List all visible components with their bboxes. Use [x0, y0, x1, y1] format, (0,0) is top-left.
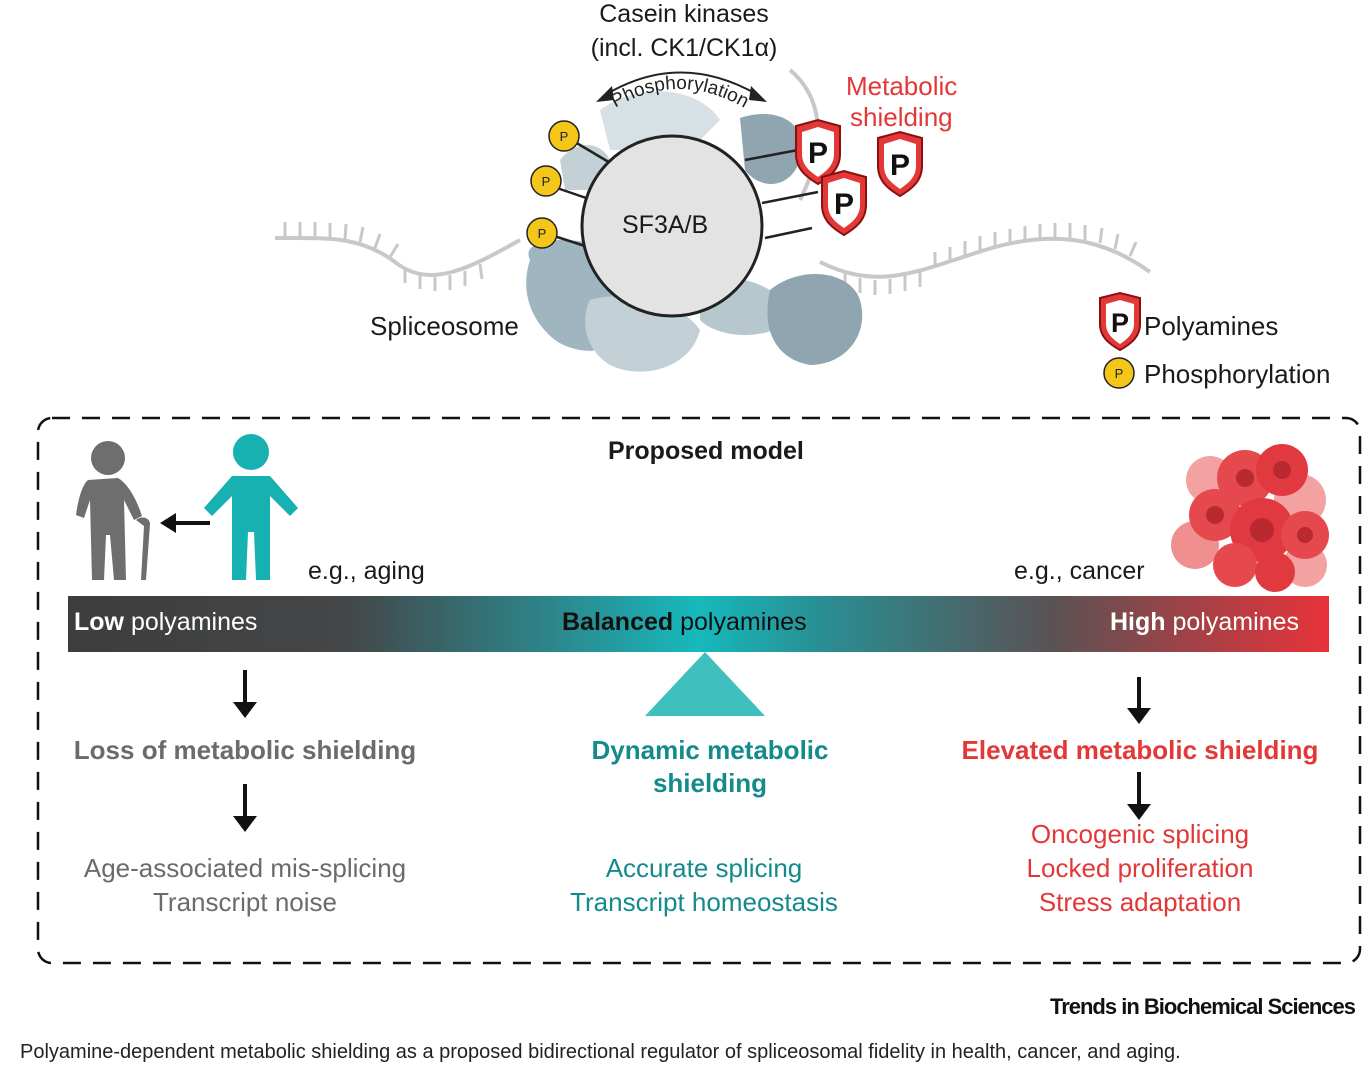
- model-box: [36, 416, 1362, 965]
- shielding-label-line2: shielding: [850, 102, 953, 132]
- kinase-label-line2: (incl. CK1/CK1α): [590, 34, 778, 62]
- left-line2: Transcript noise: [153, 887, 337, 917]
- legend-polyamines-label: Polyamines: [1144, 311, 1279, 341]
- bar-low-label: Low polyamines: [74, 608, 257, 637]
- right-line2: Locked proliferation: [1026, 853, 1254, 883]
- cancer-cells-icon: [1171, 444, 1329, 592]
- svg-text:P: P: [560, 129, 569, 144]
- left-heading: Loss of metabolic shielding: [73, 735, 417, 765]
- phosphorylation-arrow: [596, 71, 767, 102]
- middle-heading-line2: shielding: [652, 768, 768, 798]
- svg-text:P: P: [834, 188, 854, 221]
- down-arrow: [1127, 772, 1151, 820]
- phospho-badge: P: [530, 165, 562, 197]
- phospho-badge: P: [548, 120, 580, 152]
- model-title: Proposed model: [608, 437, 804, 465]
- spliceosome-label: Spliceosome: [370, 311, 519, 341]
- svg-text:P: P: [890, 149, 910, 182]
- aging-arrow: [160, 513, 210, 533]
- svg-text:P: P: [1111, 308, 1129, 338]
- young-person-icon: [204, 434, 298, 580]
- rna-bases: [283, 222, 1138, 295]
- legend-phospho-icon: P: [1103, 357, 1135, 389]
- bar-high-label: High polyamines: [1110, 608, 1299, 637]
- bar-low-bold: Low: [74, 608, 124, 636]
- down-arrow: [233, 784, 257, 832]
- aging-example: e.g., aging: [308, 557, 425, 585]
- polyamine-shield: P: [877, 130, 923, 198]
- left-line1: Age-associated mis-splicing: [83, 853, 407, 883]
- middle-line2: Transcript homeostasis: [570, 887, 838, 917]
- middle-line1: Accurate splicing: [605, 853, 803, 883]
- polyamine-gradient-bar: [68, 596, 1329, 652]
- right-line3: Stress adaptation: [1038, 887, 1242, 917]
- bar-low-rest: polyamines: [124, 608, 258, 636]
- bar-high-rest: polyamines: [1165, 608, 1299, 636]
- bar-mid-bold: Balanced: [562, 608, 674, 636]
- phospho-tails: [553, 140, 819, 248]
- polyamine-shield: P: [795, 118, 841, 186]
- legend-polyamine-shield-icon: P: [1099, 291, 1141, 352]
- polyamine-shield: P: [821, 169, 867, 237]
- phospho-badge: P: [526, 217, 558, 249]
- cancer-example: e.g., cancer: [1014, 557, 1145, 585]
- kinase-label-line1: Casein kinases: [599, 0, 769, 28]
- elderly-person-icon: [76, 441, 150, 580]
- figure-caption: Polyamine-dependent metabolic shielding …: [20, 1041, 1181, 1063]
- middle-heading-line1: Dynamic metabolic: [591, 735, 829, 765]
- balance-fulcrum: [645, 652, 765, 716]
- right-line1: Oncogenic splicing: [1030, 819, 1250, 849]
- bar-balanced-label: Balanced polyamines: [562, 608, 807, 637]
- svg-text:P: P: [542, 174, 551, 189]
- sf3ab-label: SF3A/B: [622, 211, 709, 239]
- svg-text:P: P: [1115, 366, 1124, 381]
- shielding-label-line1: Metabolic: [846, 71, 958, 101]
- journal-name: Trends in Biochemical Sciences: [1049, 994, 1356, 1019]
- bar-high-bold: High: [1110, 608, 1166, 636]
- right-heading: Elevated metabolic shielding: [961, 735, 1319, 765]
- legend-phosphorylation-label: Phosphorylation: [1144, 359, 1331, 389]
- svg-text:P: P: [808, 137, 828, 170]
- sf3ab-core: [580, 134, 764, 318]
- down-arrow: [233, 670, 257, 718]
- svg-text:P: P: [538, 226, 547, 241]
- down-arrow: [1127, 677, 1151, 724]
- bar-mid-rest: polyamines: [673, 608, 807, 636]
